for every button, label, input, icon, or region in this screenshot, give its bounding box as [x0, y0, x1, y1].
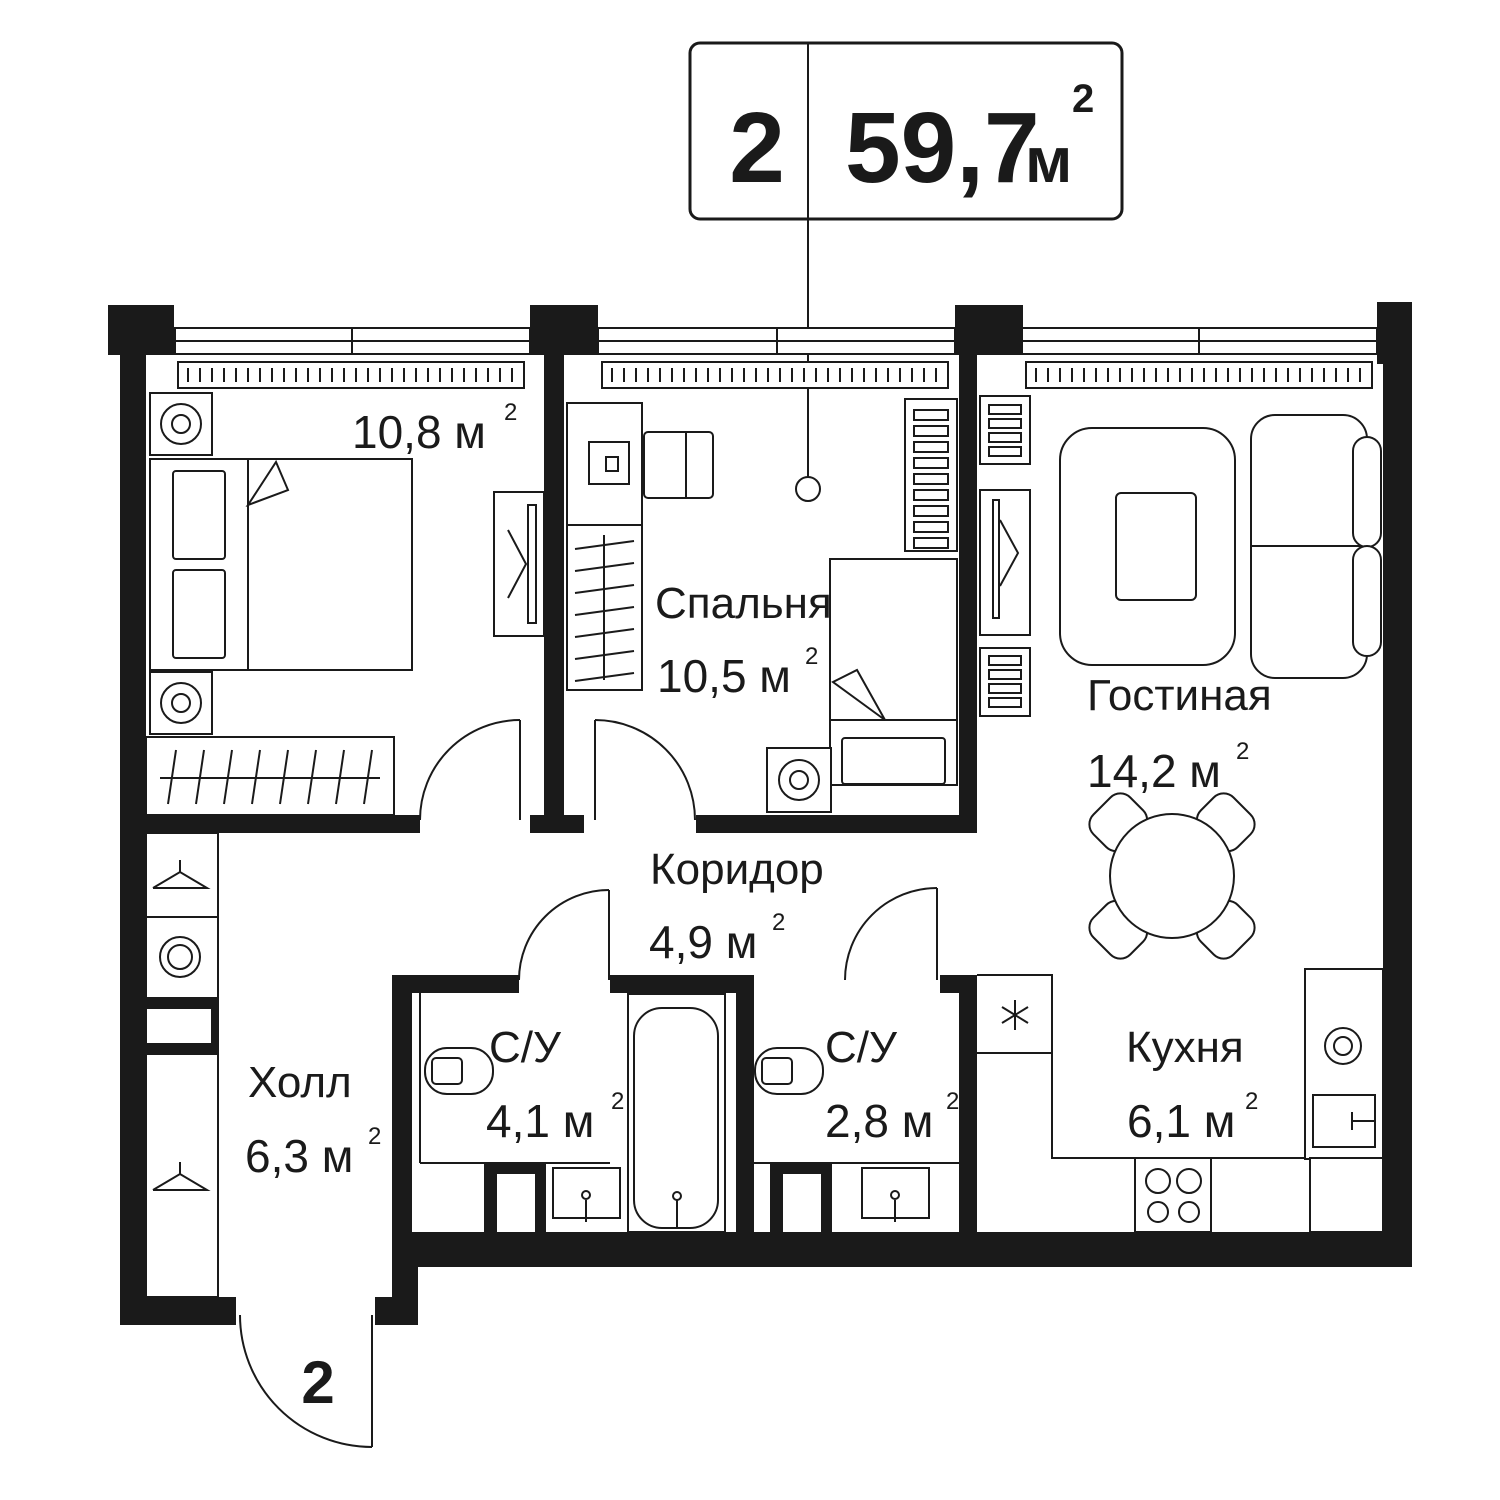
total-area-sup: 2: [1072, 77, 1094, 121]
entrance-number: 2: [301, 1349, 334, 1416]
bed-single-icon: [766, 558, 958, 813]
rug-icon: [1059, 427, 1236, 666]
living-area: 14,2 м: [1087, 745, 1221, 797]
svg-text:2: 2: [611, 1088, 624, 1115]
wardrobe-icon: [145, 736, 395, 816]
svg-text:2: 2: [504, 399, 517, 426]
rooms-count: 2: [729, 92, 785, 204]
bedroom-left-area: 10,8 м: [352, 406, 486, 458]
bath2-area: 2,8 м: [825, 1095, 933, 1147]
hall-name: Холл: [248, 1058, 352, 1107]
kitchen-name: Кухня: [1126, 1023, 1244, 1072]
bedroom-name: Спальня: [655, 579, 832, 628]
svg-text:2: 2: [1236, 738, 1249, 765]
desk-icon: [566, 402, 714, 526]
windows: [174, 327, 1378, 355]
bathroom-fixtures: [419, 993, 959, 1233]
living-name: Гостиная: [1087, 671, 1272, 720]
bath1-area: 4,1 м: [486, 1095, 594, 1147]
hall-area: 6,3 м: [245, 1130, 353, 1182]
shelving-icon: [979, 395, 1031, 717]
corridor-name: Коридор: [650, 845, 824, 894]
total-area-unit: м: [1025, 124, 1072, 196]
room-labels: 10,8 м 2 Спальня 10,5 м 2 Гостиная 14,2 …: [245, 399, 1272, 1416]
fridge-icon: [1001, 1000, 1029, 1030]
kitchen-area: 6,1 м: [1127, 1095, 1235, 1147]
tv-unit-icon: [493, 491, 545, 637]
corridor-area: 4,9 м: [649, 916, 757, 968]
area-badge: 2 59,7 м 2: [688, 41, 1124, 296]
svg-text:2: 2: [368, 1123, 381, 1150]
bath1-name: С/У: [489, 1023, 562, 1072]
walls: [108, 302, 1412, 1325]
doors: [239, 719, 938, 1448]
svg-text:2: 2: [1245, 1088, 1258, 1115]
ceiling-light-icon: [795, 476, 821, 502]
dining-table-icon: [1088, 792, 1256, 960]
bath2-name: С/У: [825, 1023, 898, 1072]
svg-text:2: 2: [805, 643, 818, 670]
svg-text:2: 2: [946, 1088, 959, 1115]
total-area-value: 59,7: [845, 92, 1040, 204]
bed-double-icon: [149, 392, 413, 735]
sofa-icon: [1250, 414, 1382, 679]
svg-text:2: 2: [772, 909, 785, 936]
hall-closet-icon: [145, 832, 219, 1298]
oven-icon: [1312, 1027, 1376, 1148]
bedroom-area: 10,5 м: [657, 650, 791, 702]
